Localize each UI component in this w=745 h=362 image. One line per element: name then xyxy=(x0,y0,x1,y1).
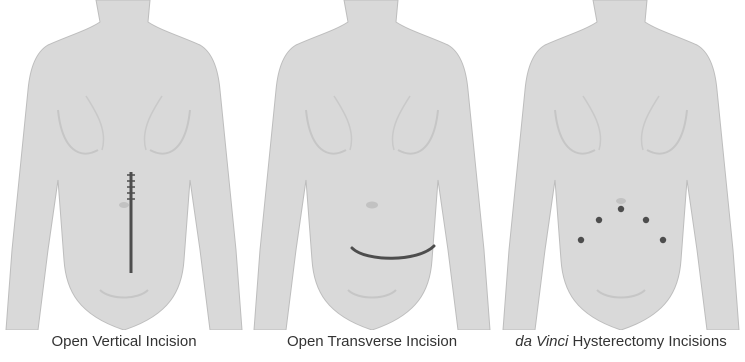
caption-da-vinci-italic: da Vinci xyxy=(515,333,568,350)
panel-open-vertical: Open Vertical Incision xyxy=(0,0,248,362)
navel xyxy=(119,202,129,208)
torso-body xyxy=(6,0,242,330)
port-dot xyxy=(660,237,666,243)
torso-figure xyxy=(0,0,248,330)
torso-body xyxy=(503,0,739,330)
port-dot xyxy=(618,206,624,212)
torso-figure xyxy=(248,0,496,330)
port-dot xyxy=(643,217,649,223)
caption-open-transverse: Open Transverse Incision xyxy=(248,333,496,350)
caption-open-vertical: Open Vertical Incision xyxy=(0,333,248,350)
torso-figure xyxy=(497,0,745,330)
caption-da-vinci-rest: Hysterectomy Incisions xyxy=(568,333,726,350)
panel-da-vinci: da Vinci Hysterectomy Incisions xyxy=(497,0,745,362)
port-dot xyxy=(596,217,602,223)
port-dot xyxy=(578,237,584,243)
navel xyxy=(366,202,378,209)
torso-body xyxy=(254,0,490,330)
panel-open-transverse: Open Transverse Incision xyxy=(248,0,496,362)
caption-da-vinci: da Vinci Hysterectomy Incisions xyxy=(497,333,745,350)
navel xyxy=(616,198,626,204)
